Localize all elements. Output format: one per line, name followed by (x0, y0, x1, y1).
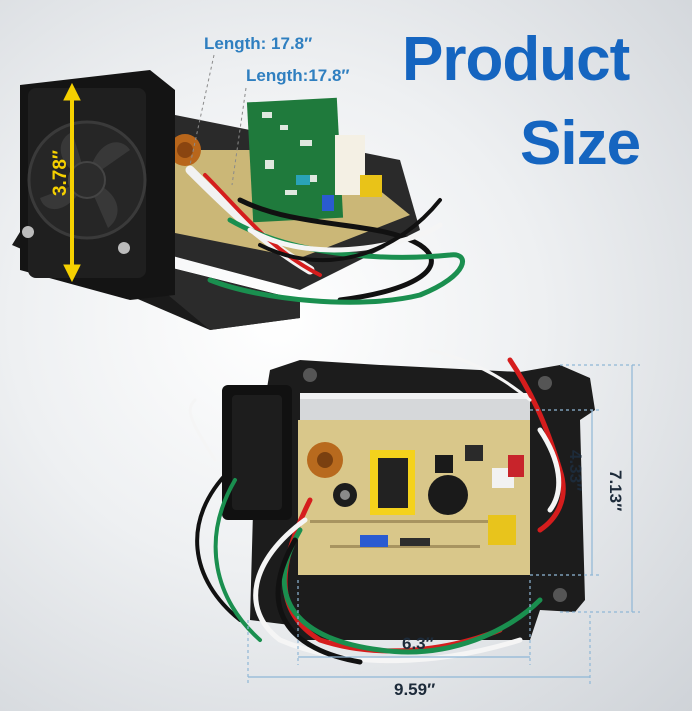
top-unit (12, 54, 465, 330)
label-bottom-height-total: 7.13″ (606, 470, 625, 512)
dimension-lines (247, 364, 640, 685)
label-bottom-width-total: 9.59″ (394, 680, 436, 699)
green-pcb (246, 97, 344, 223)
bottom-wire-bundle (188, 348, 566, 665)
title-size: Size (520, 109, 641, 178)
label-fan-height: 3.78″ (50, 149, 72, 197)
label-top-length-outer: Length: 17.8″ (204, 34, 313, 53)
label-bottom-width-board: 6.3″ (402, 634, 434, 653)
fan-height-arrow (63, 82, 81, 283)
label-top-length-inner: Length:17.8″ (246, 66, 350, 85)
title-product: Product (402, 25, 630, 94)
bottom-unit (188, 348, 640, 685)
fan-icon (27, 120, 147, 240)
label-bottom-height-board: 4.33″ (566, 450, 585, 492)
wire-bundle-icon (185, 165, 465, 305)
length-leaders (189, 54, 247, 186)
